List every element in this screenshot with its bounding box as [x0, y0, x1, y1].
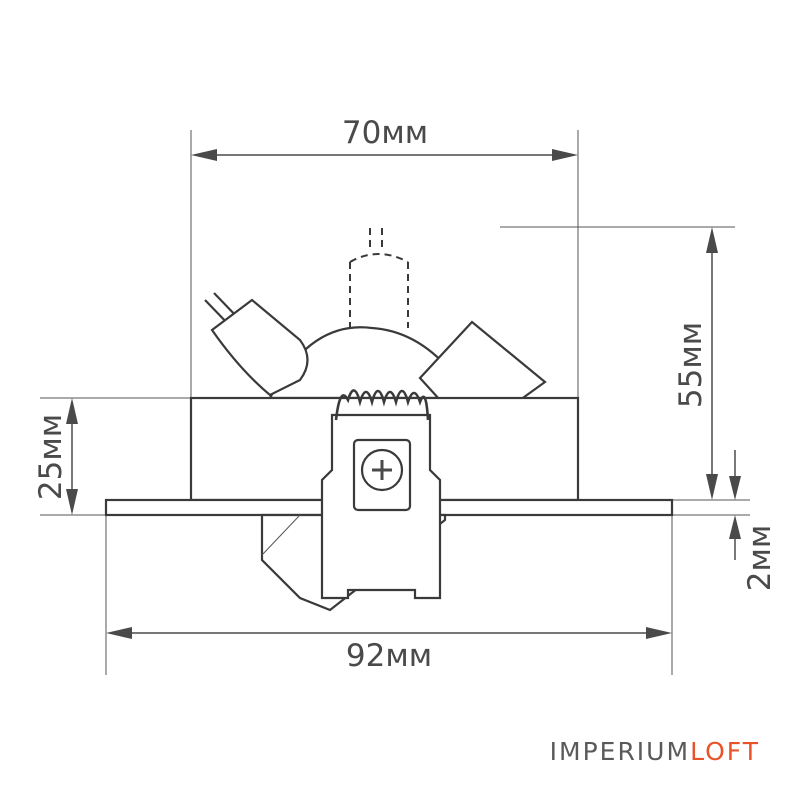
recess-height-dimension: 25мм [33, 398, 78, 515]
left-lamp-holder [204, 292, 309, 397]
total-height-label: 55мм [673, 322, 709, 408]
flange-thickness-dimension: 2мм [729, 450, 778, 591]
recess-height-label: 25мм [33, 414, 69, 500]
spring-clip [320, 413, 442, 600]
top-width-dimension: 70мм [191, 115, 578, 161]
torsion-spring [334, 389, 430, 421]
dashed-bulb-outline [349, 228, 409, 328]
brand-wordmark: IMPERIUMLOFT [550, 737, 760, 766]
top-width-label: 70мм [342, 115, 428, 151]
brand-part1: IMPERIUM [550, 737, 690, 766]
brand-part2: LOFT [690, 737, 760, 766]
right-lamp-body [418, 320, 547, 402]
bottom-width-dimension: 92мм [106, 627, 672, 674]
lamp-drawing [104, 228, 674, 612]
bottom-width-label: 92мм [346, 638, 432, 674]
brand-logo: IMPERIUMLOFT [550, 737, 760, 766]
total-height-dimension: 55мм [673, 227, 718, 500]
flange-thickness-label: 2мм [742, 525, 778, 592]
